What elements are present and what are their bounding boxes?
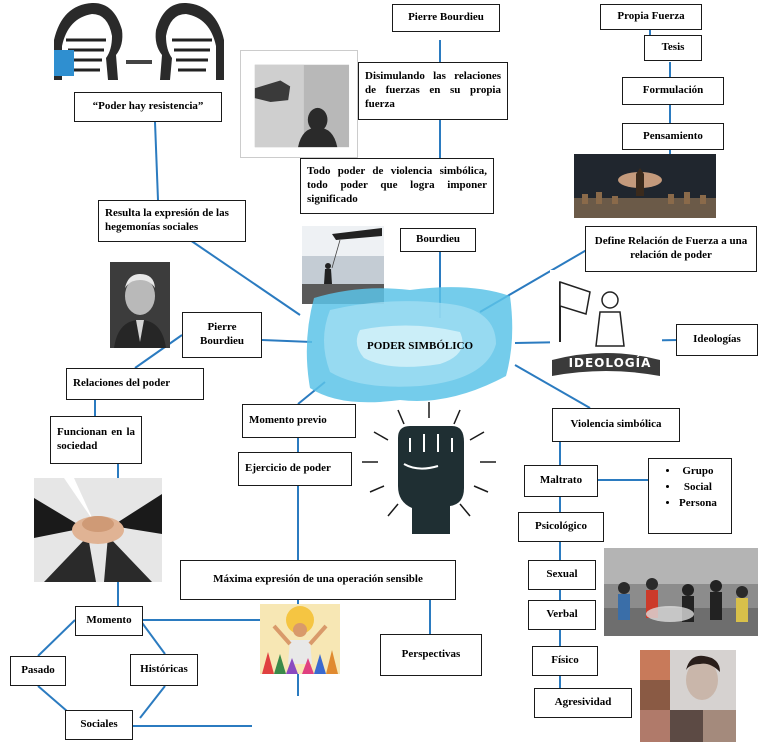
- node-maltrato: Maltrato: [524, 465, 598, 497]
- node-sexual: Sexual: [528, 560, 596, 590]
- faces-illustration: [52, 0, 226, 80]
- node-propia-fuerza: Propia Fuerza: [600, 4, 702, 30]
- node-resulta-expresion: Resulta la expresión de las hegemonías s…: [98, 200, 246, 242]
- node-sociales: Sociales: [65, 710, 133, 740]
- node-maltrato-list: Grupo Social Persona: [648, 458, 732, 534]
- center-watercolor-blob: [306, 287, 513, 403]
- node-define-relacion: Define Relación de Fuerza a una relación…: [585, 226, 757, 272]
- faces-collage-photo: [640, 650, 736, 742]
- node-historicas: Históricas: [130, 654, 198, 686]
- node-maxima-expresion: Máxima expresión de una operación sensib…: [180, 560, 456, 600]
- protest-photo: [604, 548, 758, 636]
- ideologia-illustration: [550, 270, 662, 378]
- node-perspectivas: Perspectivas: [380, 634, 482, 676]
- node-verbal: Verbal: [528, 600, 596, 630]
- bullet-persona: Persona: [679, 497, 717, 511]
- node-ejercicio-poder: Ejercicio de poder: [238, 452, 352, 486]
- hands-together-photo: [34, 478, 162, 582]
- center-topic: PODER SIMBÓLICO: [366, 340, 474, 352]
- node-funcionan-sociedad: Funcionan en la sociedad: [50, 416, 142, 464]
- node-momento-previo: Momento previo: [242, 404, 356, 438]
- chess-photo: [574, 154, 716, 218]
- violence-photo: [240, 50, 358, 158]
- node-fisico: Físico: [532, 646, 598, 676]
- bullet-grupo: Grupo: [679, 465, 717, 479]
- node-psicologico: Psicológico: [518, 512, 604, 542]
- node-pierre-bourdieu-top: Pierre Bourdieu: [392, 4, 500, 32]
- ideologia-sign-label: IDEOLOGÍA: [568, 356, 652, 370]
- node-violencia-simbolica: Violencia simbólica: [552, 408, 680, 442]
- node-disimulando: Disimulando las relaciones de fuerzas en…: [358, 62, 508, 120]
- celebrating-crowd-illustration: [260, 604, 340, 674]
- node-relaciones-poder: Relaciones del poder: [66, 368, 204, 400]
- node-formulacion: Formulación: [622, 77, 724, 105]
- node-bourdieu-mid: Bourdieu: [400, 228, 476, 252]
- bullet-social: Social: [679, 481, 717, 495]
- node-tesis: Tesis: [644, 35, 702, 61]
- node-todo-poder: Todo poder de violencia simbólica, todo …: [300, 158, 494, 214]
- maltrato-bullet-list: Grupo Social Persona: [653, 465, 717, 512]
- node-agresividad: Agresividad: [534, 688, 632, 718]
- node-momento: Momento: [75, 606, 143, 636]
- node-pierre-bourdieu-left: Pierre Bourdieu: [182, 312, 262, 358]
- node-ideologias: Ideologías: [676, 324, 758, 356]
- node-pasado: Pasado: [10, 656, 66, 686]
- raised-fist-icon: [362, 402, 496, 534]
- bourdieu-portrait: [110, 262, 170, 348]
- node-pensamiento: Pensamiento: [622, 123, 724, 150]
- node-poder-resistencia: “Poder hay resistencia”: [74, 92, 222, 122]
